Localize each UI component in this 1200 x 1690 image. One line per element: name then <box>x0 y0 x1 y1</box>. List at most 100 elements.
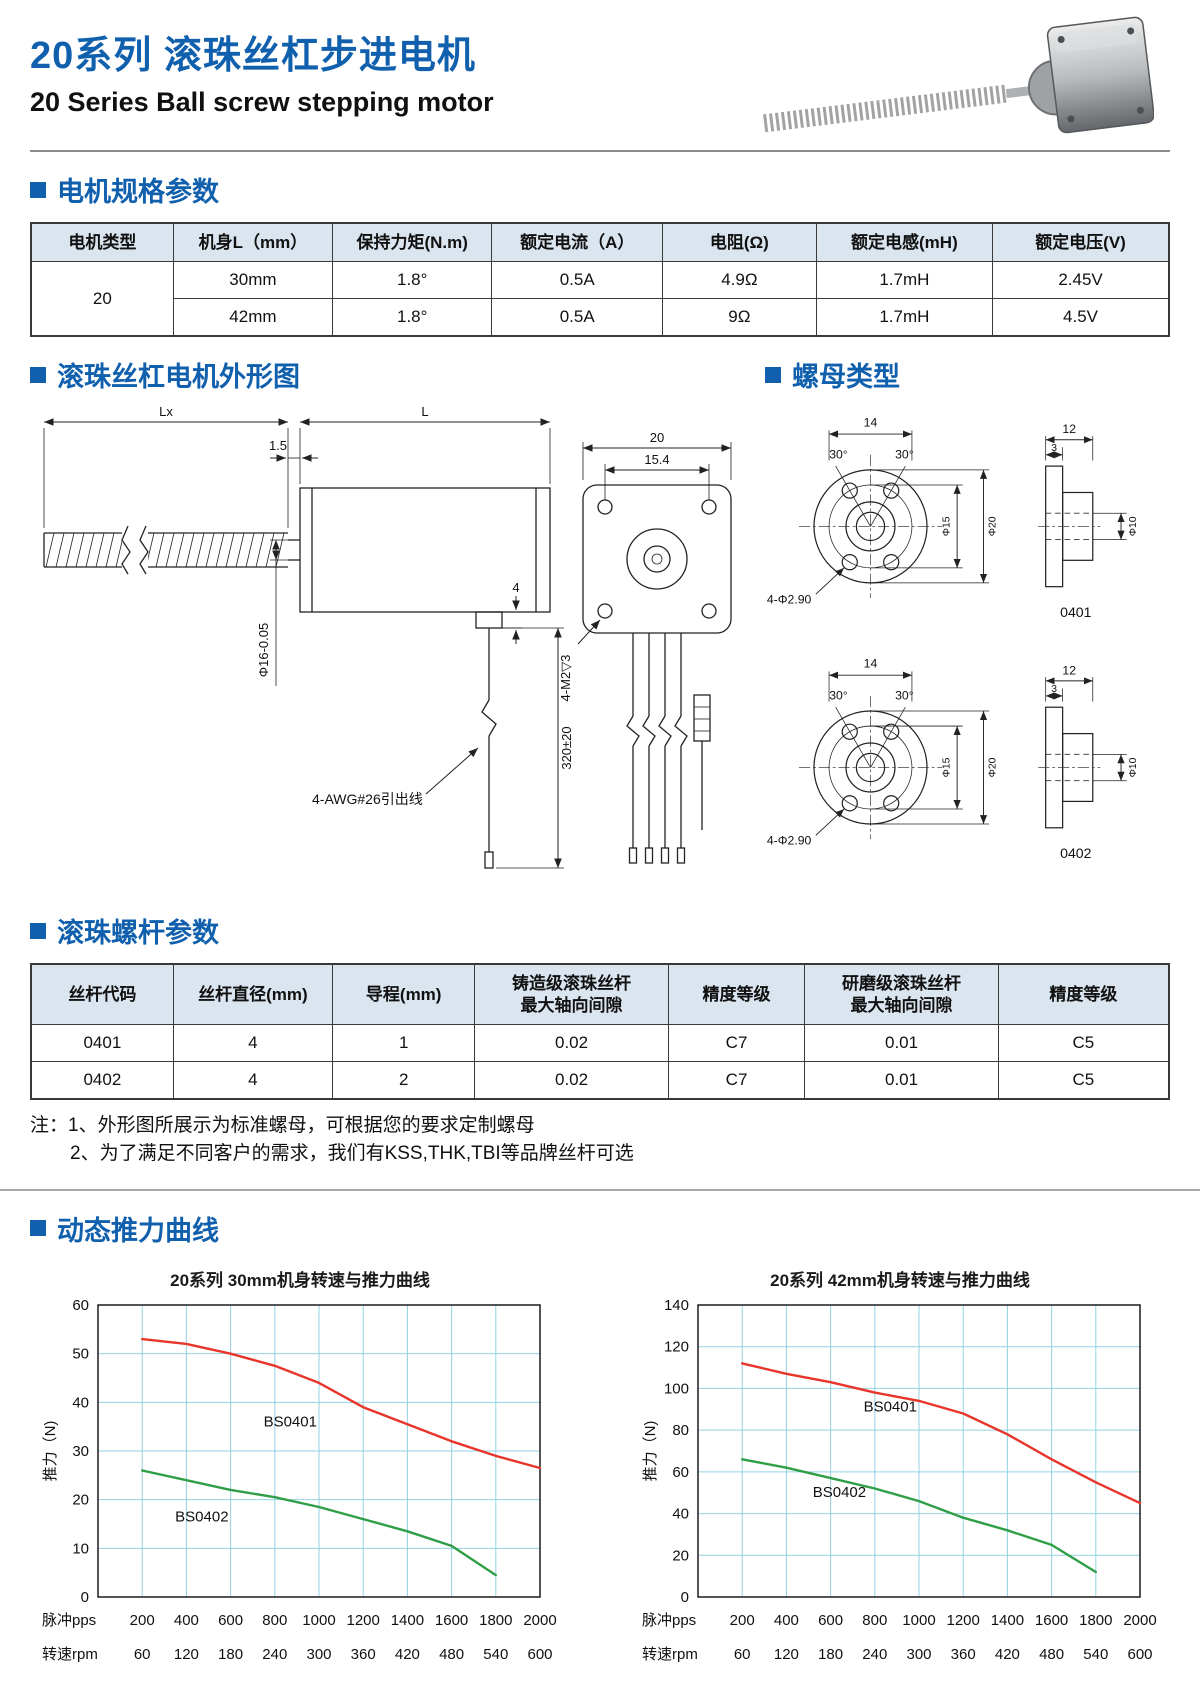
header-cell: 丝杆代码 <box>30 963 174 1025</box>
svg-text:BS0402: BS0402 <box>813 1484 866 1501</box>
cell: 2.45V <box>992 261 1170 300</box>
section-bullet-icon <box>30 922 46 939</box>
header-cell: 额定电流（A） <box>491 222 664 263</box>
cell: 1.7mH <box>815 298 994 337</box>
section-title: 动态推力曲线 <box>57 1215 219 1246</box>
motor-outline-drawing: Lx L 1.5 <box>43 404 732 869</box>
svg-text:0: 0 <box>81 1589 89 1606</box>
svg-text:脉冲pps: 脉冲pps <box>642 1612 696 1629</box>
cell: 0.5A <box>491 261 664 300</box>
svg-text:400: 400 <box>774 1612 799 1629</box>
svg-text:300: 300 <box>906 1646 931 1663</box>
dim-label-face-width: 20 <box>650 430 664 445</box>
dim-label-step: 4 <box>512 580 519 595</box>
nut-bolt-circle: Φ15 <box>942 517 953 537</box>
svg-text:1200: 1200 <box>347 1612 380 1629</box>
header-cell: 保持力矩(N.m) <box>332 222 493 263</box>
svg-text:180: 180 <box>218 1646 243 1663</box>
nut-top-width: 14 <box>864 657 878 671</box>
label-wire-note: 4-AWG#26引出线 <box>312 791 423 807</box>
section-bullet-icon <box>765 366 781 383</box>
cell: C7 <box>667 1060 806 1100</box>
nut-angle-left: 30° <box>829 448 848 462</box>
header-cell: 机身L（mm） <box>172 222 334 263</box>
svg-text:480: 480 <box>1039 1646 1064 1663</box>
svg-text:240: 240 <box>262 1646 287 1663</box>
note-line-1: 注：1、外形图所展示为标准螺母，可根据您的要求定制螺母 <box>30 1114 535 1136</box>
cell: 1.8° <box>332 261 493 300</box>
cell: 0.01 <box>804 1060 999 1100</box>
cell: 0.01 <box>804 1023 999 1062</box>
cell: C7 <box>667 1023 806 1062</box>
svg-text:30: 30 <box>72 1443 89 1460</box>
svg-text:推力（N): 推力（N) <box>42 1420 59 1481</box>
svg-text:800: 800 <box>262 1612 287 1629</box>
page-header: 20系列 滚珠丝杠步进电机 20 Series Ball screw stepp… <box>30 0 1170 152</box>
svg-text:推力（N): 推力（N) <box>642 1420 659 1481</box>
section-title: 滚珠螺杆参数 <box>57 918 219 949</box>
svg-text:540: 540 <box>1083 1646 1108 1663</box>
svg-text:600: 600 <box>1127 1646 1152 1663</box>
header-cell: 电阻(Ω) <box>662 222 817 263</box>
cell: C5 <box>997 1060 1170 1100</box>
svg-text:100: 100 <box>664 1380 689 1397</box>
svg-text:1400: 1400 <box>991 1612 1024 1629</box>
chart-svg: 020406080100120140推力（N)BS0401BS0402脉冲pps… <box>642 1297 1157 1663</box>
svg-text:转速rpm: 转速rpm <box>42 1646 98 1663</box>
section-title: 螺母类型 <box>792 362 900 393</box>
svg-text:600: 600 <box>818 1612 843 1629</box>
svg-text:1400: 1400 <box>391 1612 424 1629</box>
dim-label-hole-spacing: 15.4 <box>644 452 669 467</box>
motor-spec-table: 电机类型 机身L（mm） 保持力矩(N.m) 额定电流（A） 电阻(Ω) 额定电… <box>30 222 1170 338</box>
table-row: 0402 4 2 0.02 C7 0.01 C5 <box>30 1060 1170 1100</box>
svg-text:360: 360 <box>351 1646 376 1663</box>
motor-photo-illustration <box>763 16 1155 134</box>
cell: 4.9Ω <box>662 261 817 300</box>
svg-text:转速rpm: 转速rpm <box>642 1646 698 1663</box>
svg-text:1000: 1000 <box>302 1612 335 1629</box>
svg-text:420: 420 <box>995 1646 1020 1663</box>
cell: 0.5A <box>491 298 664 337</box>
svg-text:1600: 1600 <box>1035 1612 1068 1629</box>
nut-column: 螺母类型 30° 30° <box>765 341 1170 905</box>
cell: 4.5V <box>992 298 1170 337</box>
header-cell: 精度等级 <box>997 963 1170 1025</box>
notes: 注：1、外形图所展示为标准螺母，可根据您的要求定制螺母 2、为了满足不同客户的需… <box>30 1112 1170 1169</box>
chart-title: 20系列 30mm机身转速与推力曲线 <box>170 1270 430 1290</box>
header-cell: 丝杆直径(mm) <box>172 963 334 1025</box>
nut-angle-right: 30° <box>895 689 914 703</box>
section-thrust-curves: 动态推力曲线 <box>30 1209 1170 1248</box>
svg-text:脉冲pps: 脉冲pps <box>42 1612 96 1629</box>
nut-code: 0402 <box>1060 845 1092 861</box>
nut-angle-right: 30° <box>895 448 914 462</box>
table-header-row: 丝杆代码 丝杆直径(mm) 导程(mm) 铸造级滚珠丝杆 最大轴向间隙 精度等级… <box>30 963 1170 1025</box>
dim-label-shaft-dia: Φ16-0.05 <box>256 623 271 677</box>
nut-flange-width: 12 <box>1062 422 1076 436</box>
nut-flange-width: 12 <box>1062 664 1076 678</box>
section-bullet-icon <box>30 181 46 198</box>
svg-text:20: 20 <box>672 1547 689 1564</box>
svg-text:300: 300 <box>306 1646 331 1663</box>
svg-text:140: 140 <box>664 1297 689 1314</box>
nut-drawing-0401: 30° 30° 14 4-Φ2.90 Φ15 Φ20 <box>767 416 1139 620</box>
section-title: 电机规格参数 <box>57 177 219 207</box>
page-title: 20系列 滚珠丝杠步进电机 <box>30 35 476 77</box>
svg-text:10: 10 <box>72 1540 89 1557</box>
svg-text:1800: 1800 <box>1079 1612 1112 1629</box>
nut-top-width: 14 <box>864 416 878 430</box>
nut-bore: Φ10 <box>1128 758 1139 778</box>
cell: 0.02 <box>474 1060 669 1100</box>
dim-label-wire-length: 320±20 <box>559 727 574 770</box>
cell: 4 <box>172 1023 334 1062</box>
svg-text:600: 600 <box>218 1612 243 1629</box>
nut-outer-dia: Φ20 <box>988 758 999 778</box>
cell: 0.02 <box>474 1023 669 1062</box>
svg-text:1200: 1200 <box>947 1612 980 1629</box>
nut-code: 0401 <box>1060 604 1092 620</box>
section-bullet-icon <box>30 366 46 383</box>
svg-text:200: 200 <box>730 1612 755 1629</box>
svg-text:800: 800 <box>862 1612 887 1629</box>
svg-text:480: 480 <box>439 1646 464 1663</box>
cell: C5 <box>997 1023 1170 1062</box>
